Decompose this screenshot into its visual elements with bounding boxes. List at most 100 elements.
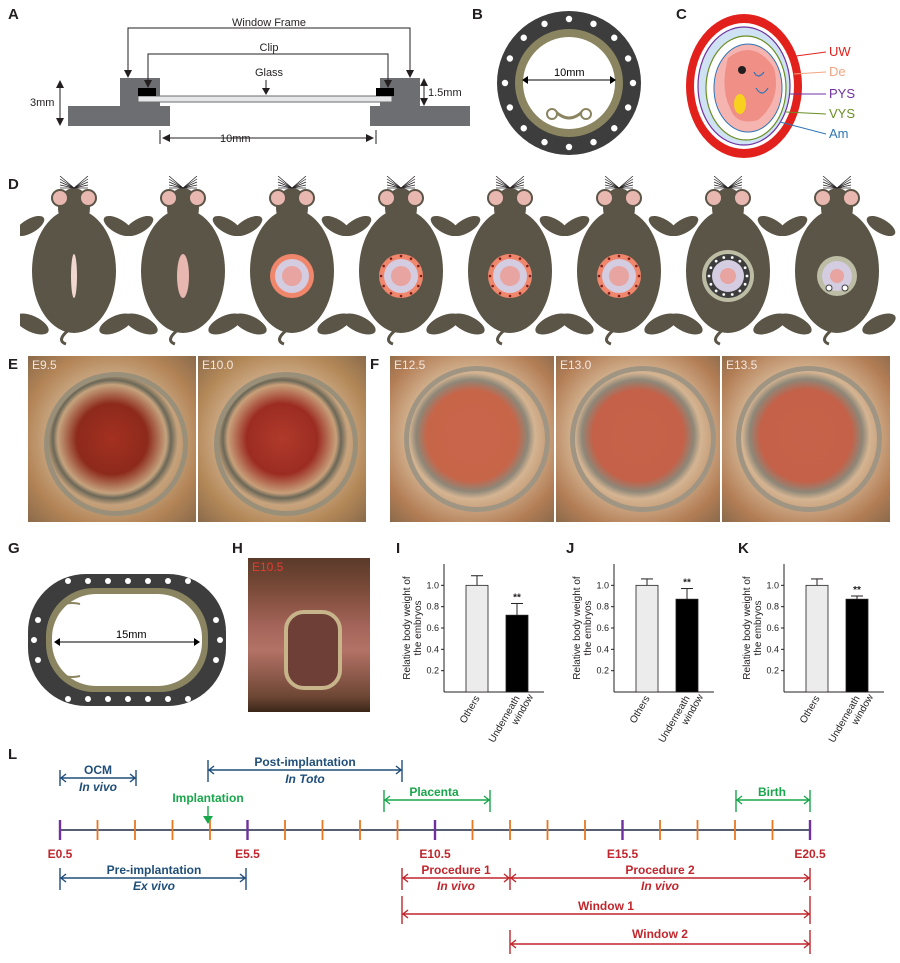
panel-letter-i: I — [396, 540, 401, 557]
frame-hole — [145, 578, 151, 584]
frame-body-right — [370, 78, 470, 126]
bracket-pre-implantation: Pre-implantation Ex vivo — [59, 863, 247, 893]
bracket-birth: Birth — [735, 785, 811, 812]
label-am: Am — [829, 126, 849, 141]
bracket-procedure-2: Procedure 2 In vivo — [509, 863, 811, 893]
photo-e13-5-window-ring — [736, 366, 882, 512]
photo-e13-0: E13.0 — [556, 356, 720, 522]
tick-label: E0.5 — [48, 847, 73, 861]
photo-label-e10-5: E10.5 — [252, 560, 284, 574]
tick-label: E15.5 — [607, 847, 639, 861]
category-label: Others — [798, 694, 823, 725]
photo-label-e13-5: E13.5 — [726, 358, 758, 372]
photo-e10-0: E10.0 — [198, 356, 366, 522]
bracket-post-implantation: Post-implantation In Toto — [207, 755, 403, 786]
tick-label: E5.5 — [235, 847, 260, 861]
significance-label: ** — [683, 578, 691, 589]
chart-ylabel: Relative body weight ofthe embryos — [402, 576, 424, 680]
y-tick-label: 1.0 — [426, 580, 439, 590]
frame-hole — [520, 34, 527, 41]
y-tick-label: 0.4 — [596, 644, 609, 654]
frame-hole — [611, 34, 618, 41]
label-b-10mm: 10mm — [554, 67, 585, 79]
panel-letter-b: B — [472, 6, 483, 23]
frame-hole — [213, 657, 219, 663]
panel-letter-c: C — [676, 6, 687, 23]
label-procedure-2-sub: In vivo — [641, 879, 679, 893]
label-post-implantation: Post-implantation — [254, 755, 355, 769]
panel-letter-k: K — [738, 540, 749, 557]
bracket-placenta: Placenta — [383, 785, 491, 812]
category-label: Others — [628, 694, 653, 725]
panel-letter-e: E — [8, 356, 19, 373]
panel-letter-j: J — [566, 540, 575, 557]
frame-hole — [35, 657, 41, 663]
bar-others — [635, 584, 659, 693]
photo-label-e9-5: E9.5 — [32, 358, 57, 372]
label-window-1: Window 1 — [578, 899, 634, 913]
label-1-5mm: 1.5mm — [428, 87, 462, 99]
label-procedure-1-sub: In vivo — [437, 879, 475, 893]
panel-letter-g: G — [8, 540, 20, 557]
y-tick-label: 0.8 — [596, 602, 609, 612]
significance-label: ** — [853, 585, 861, 596]
frame-hole — [185, 578, 191, 584]
category-label: Underneathwindow — [487, 686, 537, 746]
label-pre-implantation: Pre-implantation — [107, 863, 202, 877]
label-ocm: OCM — [84, 763, 112, 777]
frame-hole — [105, 578, 111, 584]
label-window-2: Window 2 — [632, 927, 688, 941]
frame-hole — [85, 696, 91, 702]
bracket-window-1: Window 1 — [401, 896, 811, 924]
label-pys: PYS — [829, 86, 855, 101]
mouse-step-1 — [20, 176, 133, 346]
frame-hole — [624, 55, 632, 62]
frame-hole — [145, 696, 151, 702]
y-tick-label: 1.0 — [766, 580, 779, 590]
frame-hole — [590, 20, 597, 28]
label-ocm-sub: In vivo — [79, 780, 117, 794]
frame-hole — [541, 20, 548, 28]
y-tick-label: 0.6 — [426, 623, 439, 633]
mouse-step-2 — [124, 176, 242, 346]
frame-hole — [165, 696, 171, 702]
y-tick-label: 0.2 — [426, 666, 439, 676]
mouse-step-3 — [233, 176, 351, 346]
frame-hole — [85, 578, 91, 584]
frame-hole — [125, 696, 131, 702]
glass-slab — [137, 95, 393, 103]
panel-letter-f: F — [370, 356, 380, 373]
photo-label-e13-0: E13.0 — [560, 358, 592, 372]
frame-hole — [125, 578, 131, 584]
tick-label: E10.5 — [419, 847, 451, 861]
oval-window-diagram: 15mm — [28, 574, 226, 706]
panel-letter-a: A — [8, 6, 19, 23]
frame-hole — [217, 637, 223, 643]
y-tick-label: 0.6 — [596, 623, 609, 633]
y-tick-label: 0.6 — [766, 623, 779, 633]
frame-hole — [629, 79, 637, 87]
bracket-procedure-1: Procedure 1 In vivo — [401, 863, 511, 893]
frame-hole — [565, 15, 573, 23]
mouse-step-5 — [451, 176, 569, 346]
significance-label: ** — [513, 592, 521, 603]
photo-e10-5-window — [284, 610, 342, 690]
clip-right — [376, 88, 394, 96]
label-procedure-1: Procedure 1 — [421, 863, 491, 877]
bar-chart-k: Relative body weight ofthe embryos0.20.4… — [742, 564, 884, 745]
label-uw: UW — [829, 44, 851, 59]
y-tick-label: 0.8 — [426, 602, 439, 612]
y-tick-label: 0.2 — [596, 666, 609, 676]
photo-label-e10-0: E10.0 — [202, 358, 234, 372]
photo-e12-5: E12.5 — [390, 356, 554, 522]
frame-base-left — [160, 106, 170, 126]
label-placenta: Placenta — [409, 785, 459, 799]
surgery-sequence-diagram — [20, 176, 896, 346]
frame-hole — [185, 696, 191, 702]
bar-underneath-window — [675, 598, 699, 693]
label-g-15mm: 15mm — [116, 629, 147, 641]
frame-hole — [31, 637, 37, 643]
label-procedure-2: Procedure 2 — [625, 863, 695, 877]
frame-hole — [590, 138, 597, 146]
